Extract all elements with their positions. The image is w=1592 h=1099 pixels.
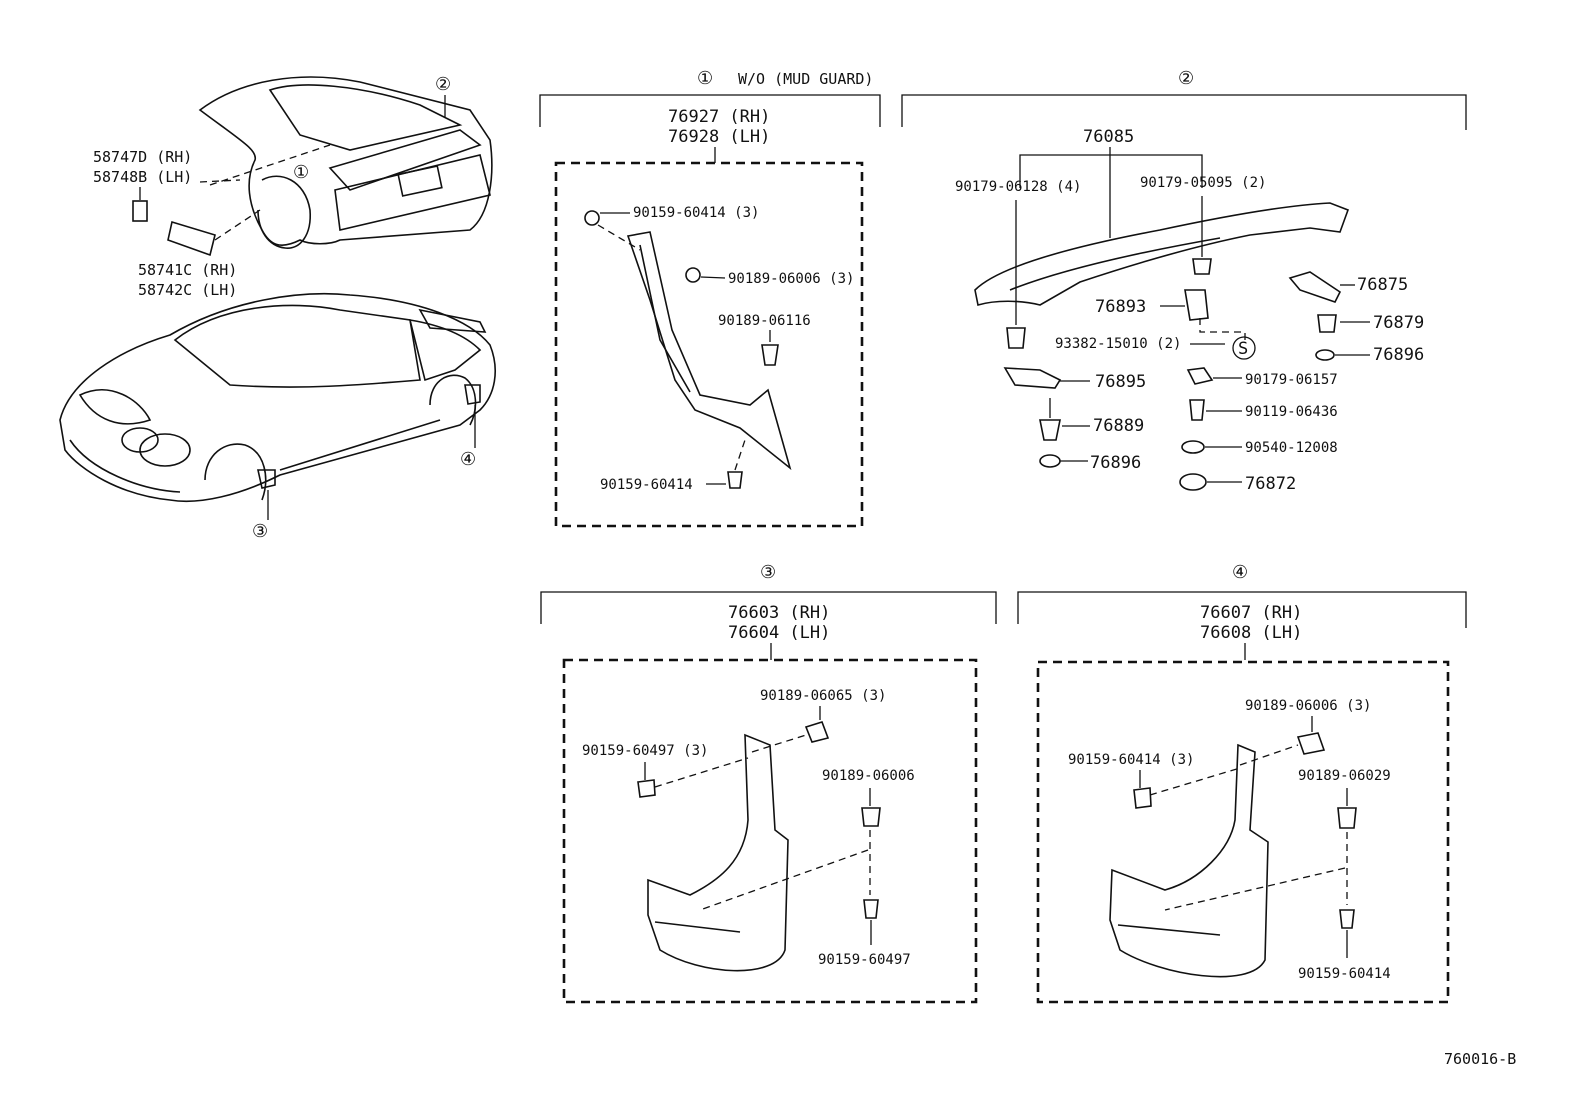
s2-label-g: 76896 — [1373, 345, 1424, 365]
s3-label-a: 90189-06065 (3) — [760, 688, 886, 704]
section-4-part-rh: 76607 (RH) — [1200, 603, 1302, 623]
plate-shape — [167, 220, 216, 257]
section-3-marker: ③ — [760, 562, 776, 583]
s3-label-d: 90159-60497 — [818, 952, 911, 968]
s3-label-c: 90189-06006 — [822, 768, 915, 784]
s3-label-b: 90159-60497 (3) — [582, 743, 708, 759]
car-marker-3: ③ — [252, 521, 268, 542]
section-1-marker: ① — [697, 68, 713, 89]
spoiler-part — [974, 202, 1350, 307]
s2-label-c: 76875 — [1357, 275, 1408, 295]
plate-lh-label: 58742C (LH) — [138, 281, 237, 299]
mudguard-front-part — [647, 733, 789, 972]
section-1-title: W/O (MUD GUARD) — [738, 70, 873, 88]
s4-label-c: 90189-06029 — [1298, 768, 1391, 784]
emblem-lh-label: 58748B (LH) — [93, 168, 192, 186]
section-1-rear-spoiler-mudflap-bracket: ① W/O (MUD GUARD) 76927 (RH) 76928 (LH) … — [539, 68, 881, 528]
section-3-part-lh: 76604 (LH) — [728, 623, 830, 643]
section-3-frame — [562, 658, 978, 1004]
s2-label-h: 76895 — [1095, 372, 1146, 392]
front-car-illustration — [59, 293, 496, 503]
s2-label-n: 76872 — [1245, 474, 1296, 494]
rear-car-illustration — [198, 76, 493, 249]
s2-label-m: 76896 — [1090, 453, 1141, 473]
car-marker-1: ① — [293, 162, 309, 183]
section-1-part-rh: 76927 (RH) — [668, 107, 770, 127]
mudguard-rear-part — [1109, 743, 1269, 978]
section-4-part-lh: 76608 (LH) — [1200, 623, 1302, 643]
s2-label-f: 93382-15010 (2) — [1055, 336, 1181, 352]
section-2-rear-spoiler: ② 76085 90179-06128 (4) 90179-05095 (2) … — [901, 68, 1467, 494]
emblem-rh-label: 58747D (RH) — [93, 148, 192, 166]
s1-label-c: 90189-06116 — [718, 313, 811, 329]
figure-code: 760016-B — [1444, 1050, 1516, 1068]
section-4-rear-mudguard: ④ 76607 (RH) 76608 (LH) 90189-06006 (3) … — [1017, 562, 1467, 1004]
s2-label-a: 90179-06128 (4) — [955, 179, 1081, 195]
s2-label-s: S — [1238, 339, 1248, 359]
section-2-marker: ② — [1178, 68, 1194, 89]
s2-label-l: 90540-12008 — [1245, 440, 1338, 456]
section-1-frame — [554, 161, 864, 528]
s2-label-d: 76893 — [1095, 297, 1146, 317]
s4-label-d: 90159-60414 — [1298, 966, 1391, 982]
s1-label-b: 90189-06006 (3) — [728, 271, 854, 287]
emblem-callout: 58747D (RH) 58748B (LH) 58741C (RH) 5874… — [93, 148, 261, 299]
s1-label-d: 90159-60414 — [600, 477, 693, 493]
section-3-part-rh: 76603 (RH) — [728, 603, 830, 623]
section-3-front-mudguard: ③ 76603 (RH) 76604 (LH) 90189-06065 (3) … — [540, 562, 997, 1004]
s2-label-j: 90119-06436 — [1245, 404, 1338, 420]
car-marker-4: ④ — [460, 449, 476, 470]
s4-label-a: 90189-06006 (3) — [1245, 698, 1371, 714]
s2-label-e: 76879 — [1373, 313, 1424, 333]
s4-label-b: 90159-60414 (3) — [1068, 752, 1194, 768]
emblem-shape — [132, 200, 148, 222]
section-2-part-main: 76085 — [1083, 127, 1134, 147]
s1-label-a: 90159-60414 (3) — [633, 205, 759, 221]
section-1-part-lh: 76928 (LH) — [668, 127, 770, 147]
section-4-marker: ④ — [1232, 562, 1248, 583]
bracket-part — [626, 231, 792, 471]
plate-rh-label: 58741C (RH) — [138, 261, 237, 279]
s2-label-b: 90179-05095 (2) — [1140, 175, 1266, 191]
s2-label-i: 90179-06157 — [1245, 372, 1338, 388]
car-marker-2: ② — [435, 74, 451, 95]
s2-label-k: 76889 — [1093, 416, 1144, 436]
